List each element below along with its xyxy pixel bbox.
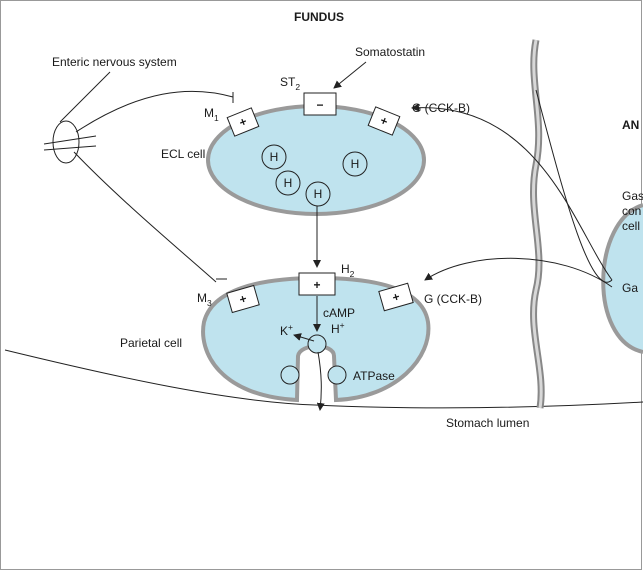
g-cckb-label-ecl: G (CCK-B): [412, 101, 470, 115]
camp-label: cAMP: [323, 306, 355, 320]
svg-text:H: H: [284, 176, 293, 190]
histamine-granule: H: [275, 170, 301, 196]
m3-receptor-label: M3: [197, 291, 212, 308]
proton-pump-right: [327, 365, 347, 385]
gastrin-to-parietal-arrow: [424, 257, 613, 288]
nerve-to-m3: [73, 151, 217, 283]
h-ion-arrow: [316, 351, 325, 411]
atpase-label: ATPase: [353, 369, 395, 383]
svg-text:H: H: [314, 187, 323, 201]
gastrin-cell-label-line3: cell: [622, 219, 640, 233]
k-ion-label: K+: [280, 322, 293, 338]
histamine-granule: H: [305, 181, 331, 207]
somatostatin-arrow: [333, 61, 367, 89]
nerve-bundle: [52, 120, 80, 164]
st2-receptor-sign: −: [316, 98, 323, 112]
gastrin-cell: [601, 203, 643, 354]
h2-receptor-label: H2: [341, 262, 355, 279]
g-cckb-receptor-parietal: +: [378, 282, 414, 312]
g-cckb-receptor-ecl: +: [367, 106, 401, 136]
gastrin-label-partial: Ga: [622, 281, 638, 295]
stomach-wall-curve: [4, 349, 643, 409]
m3-receptor: +: [226, 284, 260, 314]
h2-receptor: [298, 272, 336, 296]
fundus-title: FUNDUS: [294, 10, 344, 24]
svg-text:+: +: [237, 114, 249, 130]
svg-text:+: +: [378, 113, 390, 129]
histamine-granule: H: [261, 144, 287, 170]
proton-pump-left: [280, 365, 300, 385]
svg-text:H: H: [270, 150, 279, 164]
h2-receptor-sign: +: [313, 278, 320, 292]
antrum-title-partial: AN: [622, 118, 639, 132]
k-ion-arrow: [293, 333, 315, 342]
svg-text:+: +: [391, 289, 402, 304]
st2-receptor: [303, 92, 337, 116]
somatostatin-label: Somatostatin: [355, 45, 425, 59]
ecl-cell-label: ECL cell: [161, 147, 205, 161]
enteric-nervous-system-label: Enteric nervous system: [52, 55, 177, 69]
svg-text:+: +: [238, 291, 249, 306]
m1-receptor: +: [226, 107, 260, 137]
nerve-to-m1: [75, 90, 234, 133]
gastrin-cell-label-line1: Gas: [622, 189, 643, 203]
g-cckb-label-parietal: G (CCK-B): [424, 292, 482, 306]
proton-pump-top: [307, 334, 327, 354]
gastrin-to-ecl-arrow: [411, 103, 613, 281]
stomach-lumen-label: Stomach lumen: [446, 416, 529, 430]
histamine-granule: H: [342, 151, 368, 177]
st2-receptor-label: ST2: [280, 75, 300, 92]
svg-text:H: H: [351, 157, 360, 171]
h-ion-label: H+: [331, 320, 345, 336]
gastrin-cell-label-line2: con: [622, 204, 641, 218]
m1-receptor-label: M1: [204, 106, 219, 123]
parietal-cell-label: Parietal cell: [120, 336, 182, 350]
